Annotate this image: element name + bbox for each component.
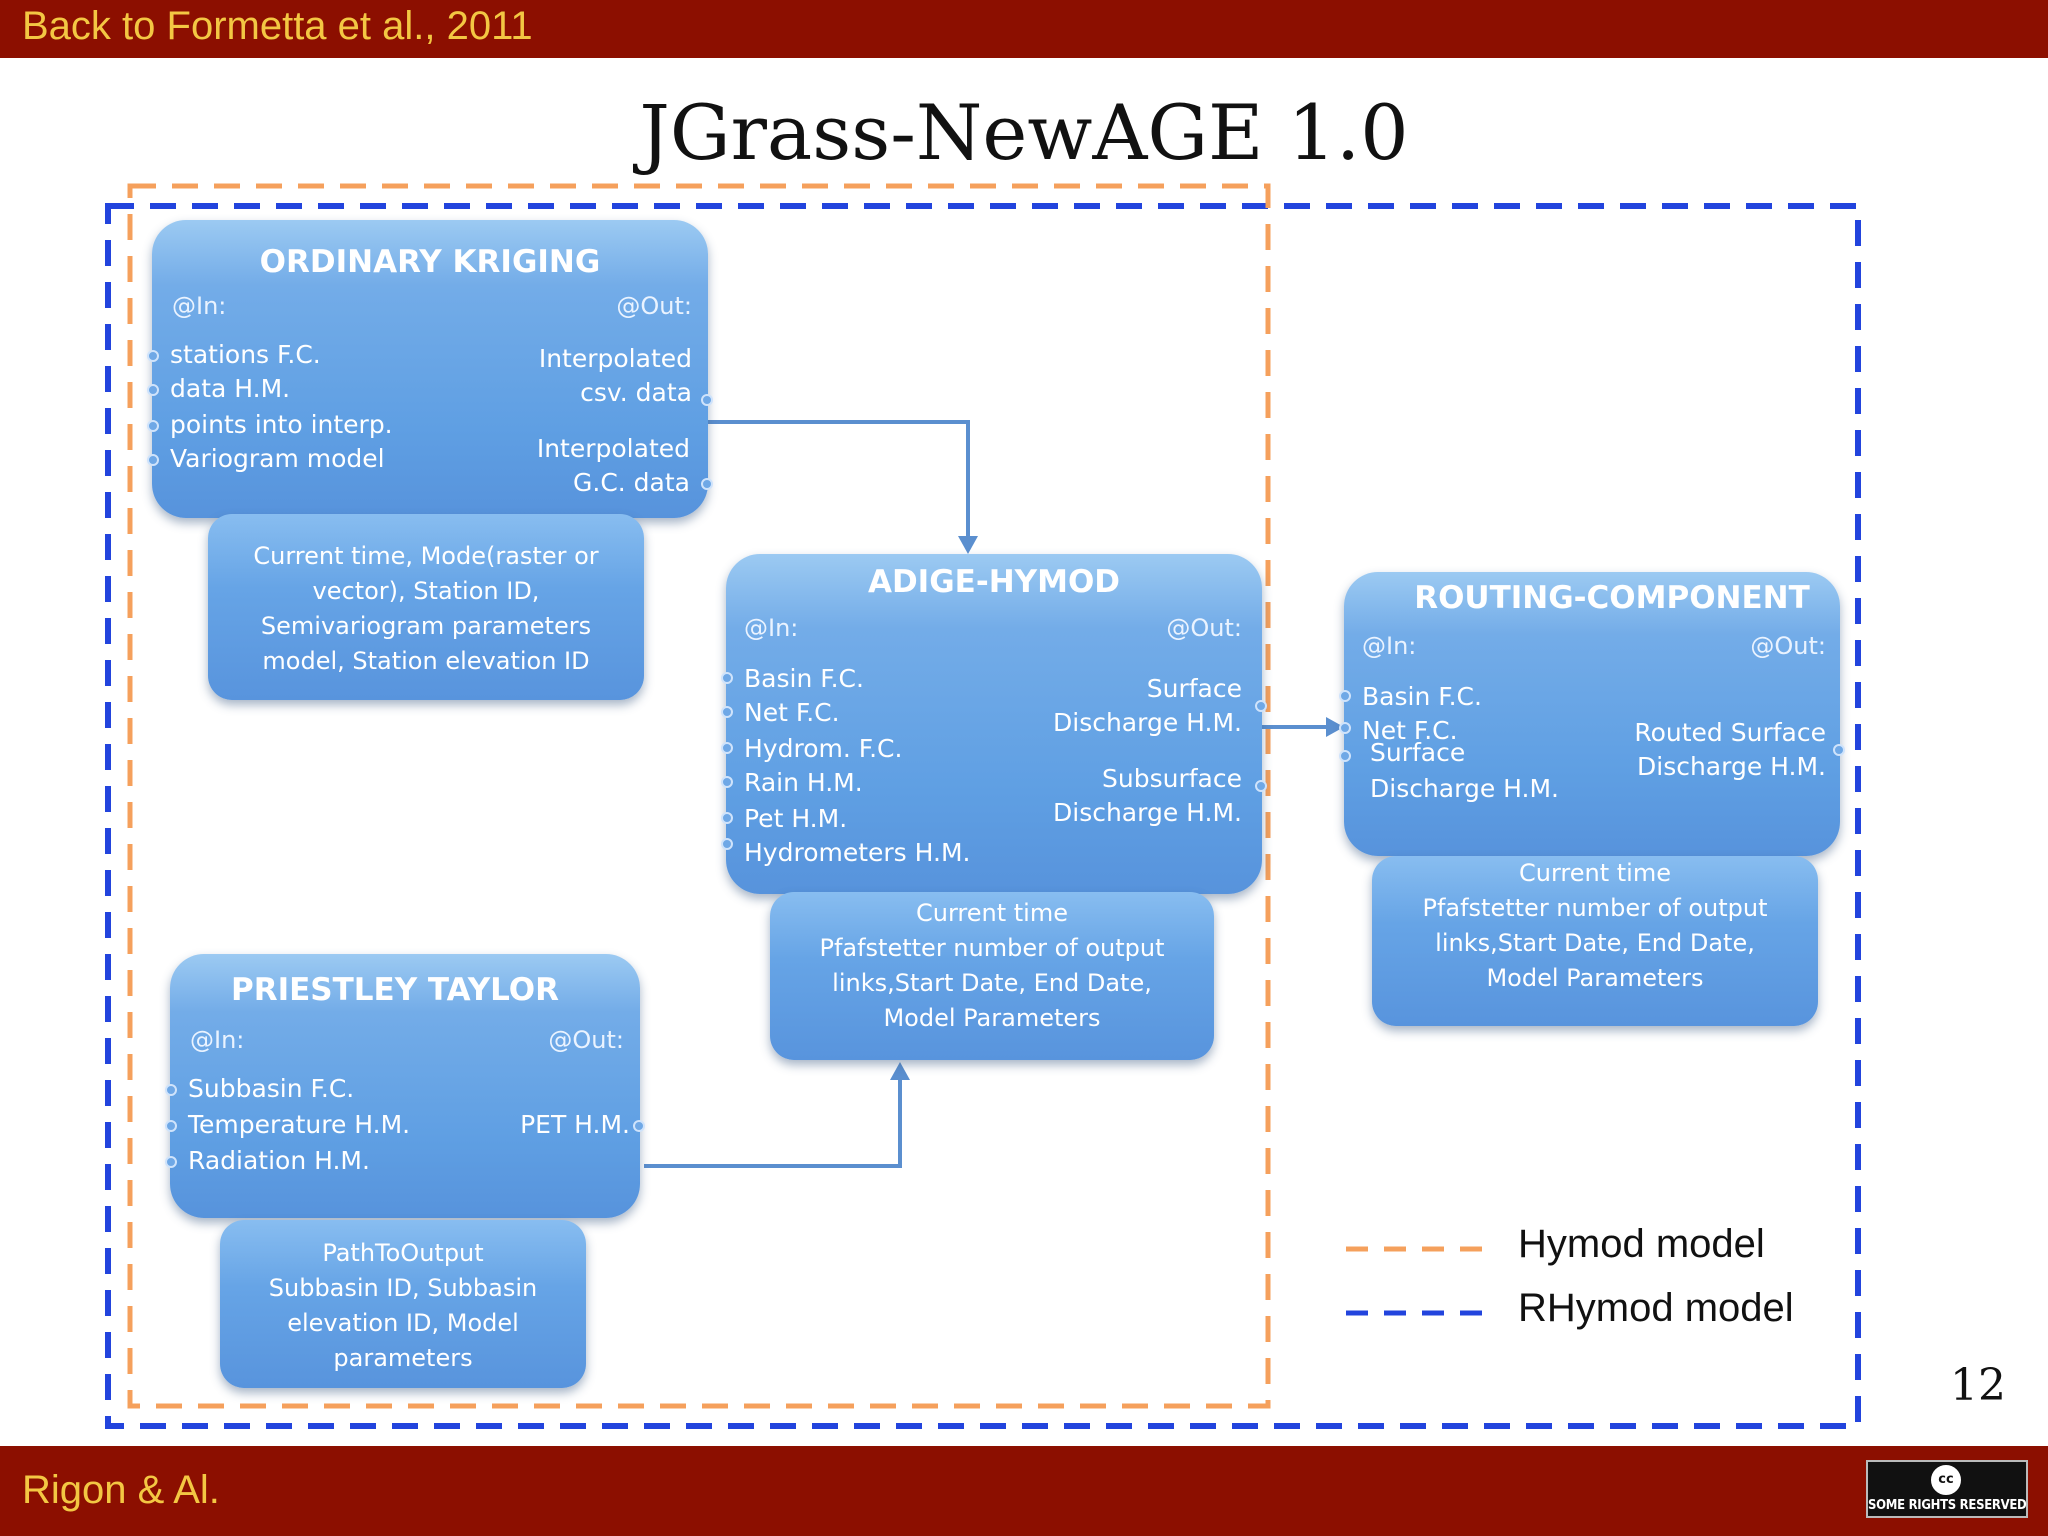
- routing-in-port[interactable]: [1339, 750, 1351, 762]
- bottom-bar: Rigon & Al. cc SOME RIGHTS RESERVED: [0, 1446, 2048, 1536]
- rhymod-frame: [105, 203, 1861, 1429]
- hymod-component[interactable]: ADIGE-HYMOD @In: @Out: Basin F.C. Net F.…: [721, 554, 1267, 894]
- hymod-in-port[interactable]: [721, 812, 733, 824]
- hymod-input: Net F.C.: [744, 698, 840, 727]
- priestley-input: Subbasin F.C.: [188, 1074, 355, 1103]
- priestley-title: PRIESTLEY TAYLOR: [230, 972, 560, 1008]
- routing-title: ROUTING-COMPONENT: [1414, 580, 1810, 616]
- hymod-output: Discharge H.M.: [1053, 798, 1242, 827]
- hymod-output: Surface: [1146, 674, 1242, 703]
- routing-output: Discharge H.M.: [1637, 752, 1826, 781]
- kriging-input: points into interp.: [170, 410, 393, 439]
- hymod-input: Basin F.C.: [744, 664, 864, 693]
- hymod-input: Hydrometers H.M.: [744, 838, 971, 867]
- hymod-in-port[interactable]: [721, 672, 733, 684]
- kriging-in-port[interactable]: [147, 454, 159, 466]
- routing-in-port[interactable]: [1339, 722, 1351, 734]
- kriging-output: Interpolated: [538, 344, 692, 373]
- license-text: SOME RIGHTS RESERVED: [1868, 1498, 2027, 1513]
- priestley-params: PathToOutput Subbasin ID, Subbasin eleva…: [220, 1220, 586, 1388]
- routing-out-label: @Out:: [1750, 632, 1826, 660]
- kriging-input: stations F.C.: [170, 340, 321, 369]
- hymod-out-port[interactable]: [1255, 780, 1267, 792]
- routing-output: Routed Surface: [1634, 718, 1826, 747]
- arrow-kriging-hymod-head: [958, 536, 978, 554]
- hymod-params: Current time Pfafstetter number of outpu…: [770, 892, 1214, 1060]
- kriging-out-port[interactable]: [701, 394, 713, 406]
- priestley-in-label: @In:: [190, 1026, 245, 1054]
- kriging-in-port[interactable]: [147, 384, 159, 396]
- priestley-component[interactable]: PRIESTLEY TAYLOR @In: @Out: Subbasin F.C…: [165, 954, 645, 1218]
- hymod-input: Pet H.M.: [744, 804, 848, 833]
- hymod-in-label: @In:: [744, 614, 799, 642]
- hymod-in-port[interactable]: [721, 742, 733, 754]
- arrow-hymod-routing-head: [1326, 717, 1344, 737]
- hymod-out-port[interactable]: [1255, 700, 1267, 712]
- license-badge[interactable]: cc SOME RIGHTS RESERVED: [1866, 1460, 2028, 1518]
- page-number: 12: [1950, 1360, 2006, 1411]
- hymod-input: Hydrom. F.C.: [744, 734, 903, 763]
- kriging-output: Interpolated: [536, 434, 690, 463]
- priestley-in-port[interactable]: [165, 1084, 177, 1096]
- slide-title: JGrass-NewAGE 1.0: [639, 88, 1409, 177]
- hymod-in-port[interactable]: [721, 776, 733, 788]
- routing-component[interactable]: ROUTING-COMPONENT @In: @Out: Basin F.C. …: [1339, 572, 1845, 856]
- kriging-out-label: @Out:: [616, 292, 692, 320]
- hymod-input: Rain H.M.: [744, 768, 863, 797]
- kriging-out-port[interactable]: [701, 478, 713, 490]
- kriging-in-port[interactable]: [147, 350, 159, 362]
- arrow-priestley-hymod-head: [890, 1062, 910, 1080]
- kriging-input: Variogram model: [170, 444, 385, 473]
- priestley-output: PET H.M.: [520, 1110, 630, 1139]
- hymod-out-label: @Out:: [1166, 614, 1242, 642]
- priestley-out-label: @Out:: [548, 1026, 624, 1054]
- priestley-in-port[interactable]: [165, 1120, 177, 1132]
- kriging-input: data H.M.: [170, 374, 291, 403]
- hymod-frame: [127, 183, 1271, 1409]
- priestley-input: Radiation H.M.: [188, 1146, 370, 1175]
- footer-authors: Rigon & Al.: [22, 1468, 220, 1512]
- arrow-kriging-hymod: [708, 420, 970, 546]
- hymod-in-port[interactable]: [721, 838, 733, 850]
- routing-input: Surface: [1370, 738, 1466, 767]
- arrow-priestley-hymod: [644, 1070, 902, 1168]
- hymod-output: Subsurface: [1102, 764, 1242, 793]
- kriging-output: csv. data: [580, 378, 692, 407]
- kriging-component[interactable]: ORDINARY KRIGING @In: @Out: stations F.C…: [147, 220, 713, 518]
- kriging-params: Current time, Mode(raster or vector), St…: [208, 514, 644, 700]
- routing-out-port[interactable]: [1833, 744, 1845, 756]
- priestley-out-port[interactable]: [633, 1120, 645, 1132]
- kriging-in-label: @In:: [172, 292, 227, 320]
- routing-params: Current time Pfafstetter number of outpu…: [1372, 856, 1818, 1026]
- routing-input: Net F.C.: [1362, 716, 1458, 745]
- routing-input: Discharge H.M.: [1370, 774, 1559, 803]
- legend-rhymod: RHymod model: [1518, 1286, 1794, 1330]
- top-bar: Back to Formetta et al., 2011: [0, 0, 2048, 58]
- hymod-title: ADIGE-HYMOD: [867, 564, 1121, 600]
- kriging-in-port[interactable]: [147, 420, 159, 432]
- legend-hymod: Hymod model: [1518, 1222, 1765, 1266]
- kriging-output: G.C. data: [573, 468, 690, 497]
- routing-in-port[interactable]: [1339, 690, 1351, 702]
- routing-in-label: @In:: [1362, 632, 1417, 660]
- routing-input: Basin F.C.: [1362, 682, 1482, 711]
- priestley-input: Temperature H.M.: [188, 1110, 411, 1139]
- hymod-in-port[interactable]: [721, 706, 733, 718]
- hymod-output: Discharge H.M.: [1053, 708, 1242, 737]
- kriging-title: ORDINARY KRIGING: [259, 244, 601, 280]
- back-link[interactable]: Back to Formetta et al., 2011: [22, 4, 533, 48]
- priestley-in-port[interactable]: [165, 1156, 177, 1168]
- cc-icon: cc: [1931, 1465, 1961, 1495]
